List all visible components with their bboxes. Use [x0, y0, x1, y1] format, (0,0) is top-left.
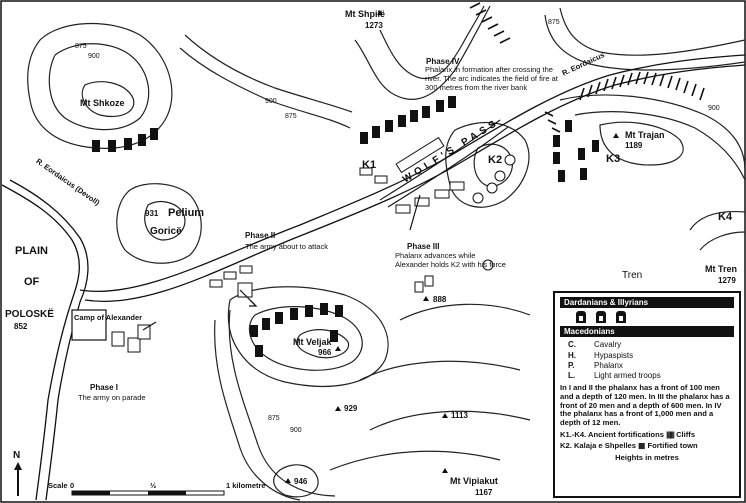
- contour-900-b: 900: [265, 98, 277, 105]
- fort-symbol-icon: [576, 311, 586, 324]
- height-888: 888: [433, 295, 447, 304]
- contour-875-d: 875: [268, 415, 280, 422]
- height-929: 929: [344, 404, 358, 413]
- mt-veljak-height: 966: [318, 348, 332, 357]
- summit-markers: [285, 10, 619, 483]
- phase-3-title: Phase III: [407, 242, 439, 251]
- phase-3-text: Phalanx advances while Alexander holds K…: [395, 251, 506, 269]
- scale-one: 1 kilometre: [226, 481, 266, 490]
- phase-4-text: Phalanx in formation after crossing the …: [425, 65, 558, 92]
- legend-item: L.Light armed troops: [568, 370, 661, 380]
- mt-shkoze-label: Mt Shkoze: [80, 98, 125, 108]
- phase-2-title: Phase II: [245, 231, 275, 240]
- gorice-label: Goricë: [150, 226, 182, 237]
- dardanian-troops: [92, 96, 599, 357]
- cliffs-icon: |||||||: [666, 429, 675, 439]
- contour-900-d: 900: [290, 427, 302, 434]
- mt-tren-label: Mt Tren: [705, 264, 737, 274]
- north-arrow: N: [13, 450, 22, 496]
- camp-label: Camp of Alexander: [74, 313, 142, 322]
- fort-k2: K2: [488, 154, 502, 166]
- pelium-label: Pelium: [168, 207, 204, 219]
- scale-half: ½: [150, 481, 156, 490]
- legend-fortifications: K1.-K4. Ancient fortifications ||||||| C…: [560, 429, 696, 439]
- river-label-west: R. Eordaicus (Devoll): [34, 157, 101, 208]
- contour-900-a: 900: [88, 53, 100, 60]
- pelium-height: 931: [145, 209, 159, 218]
- legend-k2: K2. Kalaja e Shpelles ▦ Fortified town: [560, 441, 698, 451]
- height-946: 946: [294, 477, 308, 486]
- legend-macedonians: Macedonians: [560, 326, 734, 338]
- legend-phalanx-note: In I and II the phalanx has a front of 1…: [560, 383, 730, 427]
- mt-trajan-label: Mt Trajan: [625, 130, 665, 140]
- mt-tren-height: 1279: [718, 276, 736, 285]
- phase-2-text: The army about to attack: [245, 242, 328, 251]
- contours: [27, 5, 746, 501]
- phase-arrows: [142, 194, 421, 331]
- phase-4-text-box: Phalanx in formation after crossing the …: [425, 65, 558, 92]
- contour-875-a: 875: [75, 43, 87, 50]
- fort-k4: K4: [718, 211, 733, 223]
- k2-circles: [472, 154, 516, 271]
- of-label: OF: [24, 276, 40, 288]
- phase-3-text-box: Phalanx advances while Alexander holds K…: [395, 251, 506, 269]
- fort-symbol-icon: [596, 311, 606, 324]
- plain-label: PLAIN: [15, 245, 48, 257]
- map-legend: Dardanians & Illyrians Macedonians C.Cav…: [553, 291, 741, 498]
- poloske-height: 852: [14, 322, 28, 331]
- fort-k1: K1: [362, 159, 376, 171]
- height-1113: 1113: [451, 411, 468, 420]
- legend-item: H.Hypaspists: [568, 350, 634, 360]
- fortified-town-icon: ▦: [638, 441, 646, 451]
- scale-label: Scale: [48, 481, 68, 490]
- legend-item: P.Phalanx: [568, 360, 623, 370]
- poloske-label: POLOSKË: [5, 307, 54, 320]
- fort-k3: K3: [606, 153, 620, 165]
- mt-vipiakut-height: 1167: [475, 488, 493, 497]
- macedonian-units: [111, 136, 465, 353]
- mt-veljak-label: Mt Veljak: [293, 337, 333, 347]
- phase-1-text: The army on parade: [78, 393, 146, 402]
- mt-trajan-height: 1189: [625, 141, 643, 150]
- legend-dardanians: Dardanians & Illyrians: [560, 297, 734, 309]
- scale-bar: Scale 0 ½ 1 kilometre: [48, 481, 266, 496]
- mt-shpile-height: 1273: [365, 21, 383, 30]
- north-label: N: [13, 450, 20, 461]
- pass-road: [379, 119, 509, 208]
- mt-vipiakut-label: Mt Vipiakut: [450, 476, 498, 486]
- contour-900-c: 900: [708, 105, 720, 112]
- scale-zero: 0: [70, 481, 74, 490]
- fort-symbol-icon: [616, 311, 626, 324]
- legend-item: C.Cavalry: [568, 340, 622, 350]
- tren-label: Tren: [622, 270, 642, 281]
- contour-875-c: 875: [548, 19, 560, 26]
- phase-4-title: Phase IV: [426, 57, 460, 66]
- phase-1-title: Phase I: [90, 383, 118, 392]
- mt-shpile-label: Mt Shpilë: [345, 9, 385, 19]
- contour-875-b: 875: [285, 113, 297, 120]
- camp-box: [71, 309, 107, 341]
- legend-heights: Heights in metres: [615, 453, 679, 463]
- legend-dardanian-icons: [576, 311, 734, 324]
